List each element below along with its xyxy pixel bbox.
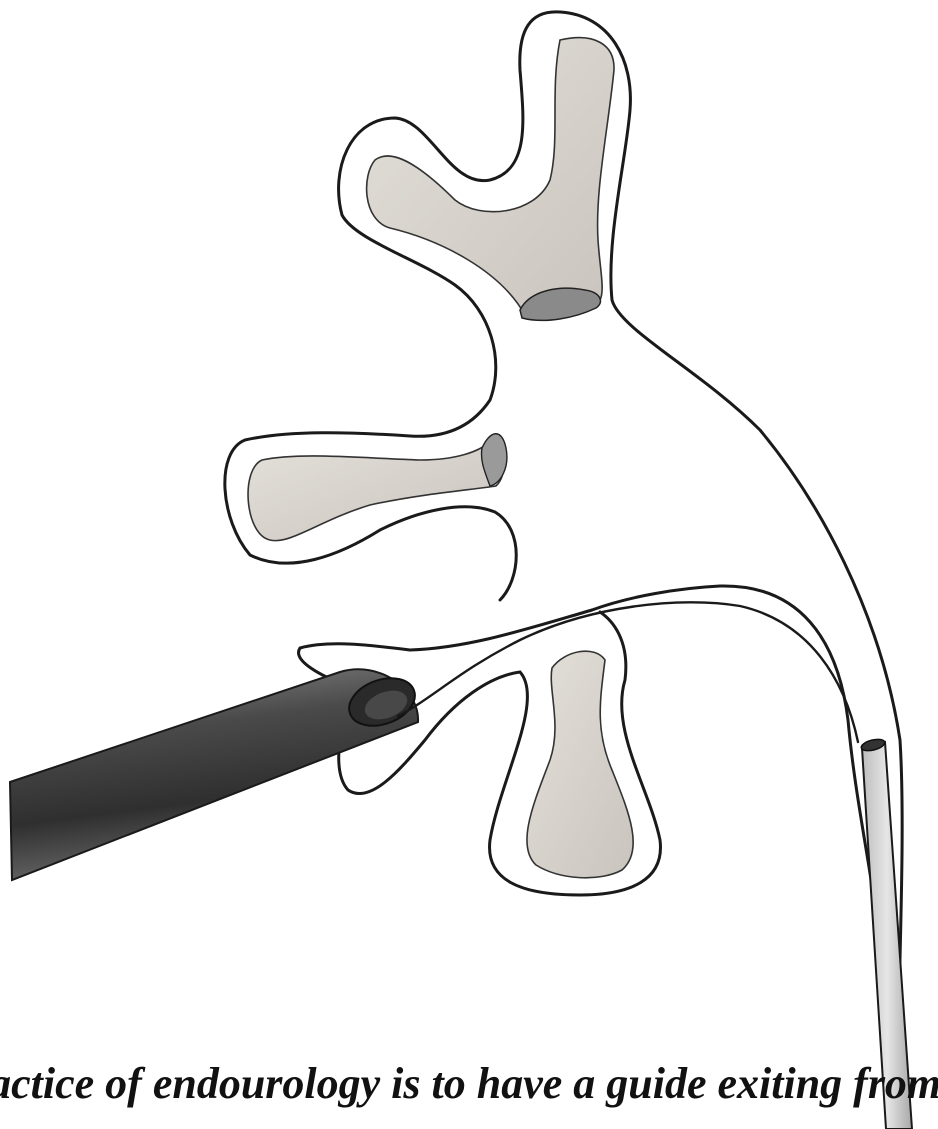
figure-caption: ractice of endourology is to have a guid… — [0, 1062, 938, 1106]
lower-calyx — [527, 651, 633, 878]
guidewire — [398, 602, 858, 742]
middle-calyx — [248, 440, 504, 541]
upper-calyx — [367, 38, 614, 317]
nephroscope-sheath — [10, 669, 421, 880]
